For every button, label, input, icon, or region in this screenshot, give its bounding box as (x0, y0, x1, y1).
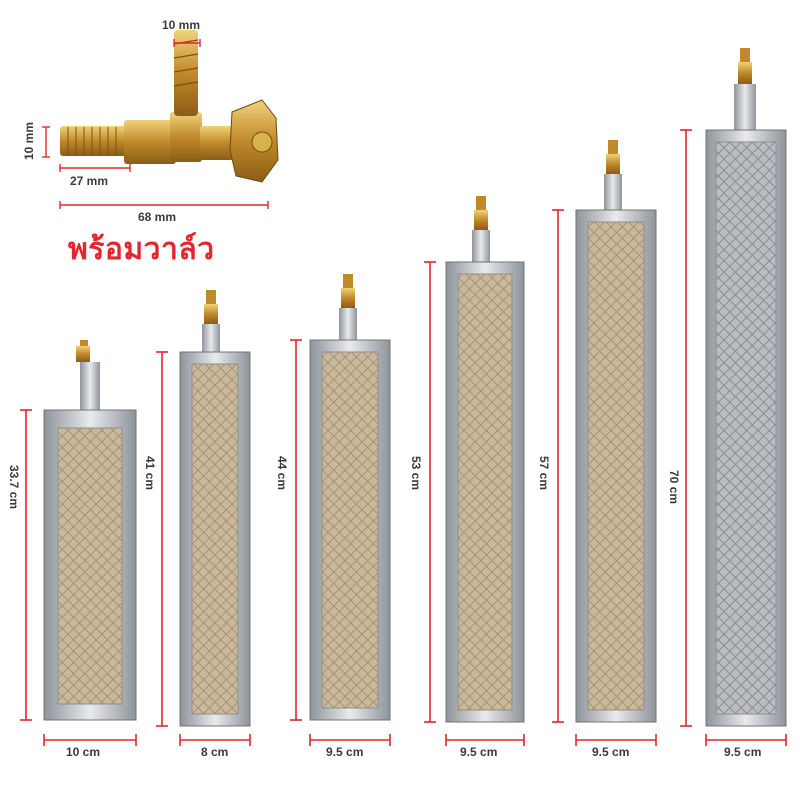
burner-4-width: 9.5 cm (460, 745, 498, 759)
valve-included-caption: พร้อมวาล์ว (68, 232, 215, 267)
burner-1-height: 33.7 cm (7, 464, 21, 510)
burner-6-width: 9.5 cm (724, 745, 762, 759)
valve-total-dimension: 68 mm (138, 210, 177, 224)
burner-5-height: 57 cm (537, 455, 551, 491)
burner-6-height: 70 cm (667, 469, 681, 505)
burner-dimension-lines (20, 129, 787, 746)
burner-4-height: 53 cm (409, 455, 423, 491)
burner-2-width: 8 cm (201, 745, 229, 759)
valve-height-dimension: 10 mm (22, 121, 36, 161)
burner-1 (43, 340, 137, 721)
burner-6 (705, 48, 787, 727)
valve-dimension-lines (42, 39, 269, 209)
burner-5-width: 9.5 cm (592, 745, 630, 759)
valve-illustration (60, 30, 279, 183)
burner-4 (445, 196, 525, 723)
burner-2-height: 41 cm (143, 455, 157, 491)
burner-3 (309, 274, 391, 721)
burner-2 (179, 290, 251, 727)
burner-5 (575, 140, 657, 723)
valve-outlet-dimension: 10 mm (162, 18, 201, 32)
burner-1-width: 10 cm (66, 745, 101, 759)
burner-3-width: 9.5 cm (326, 745, 364, 759)
burner-3-height: 44 cm (275, 455, 289, 491)
valve-thread-dimension: 27 mm (70, 174, 109, 188)
